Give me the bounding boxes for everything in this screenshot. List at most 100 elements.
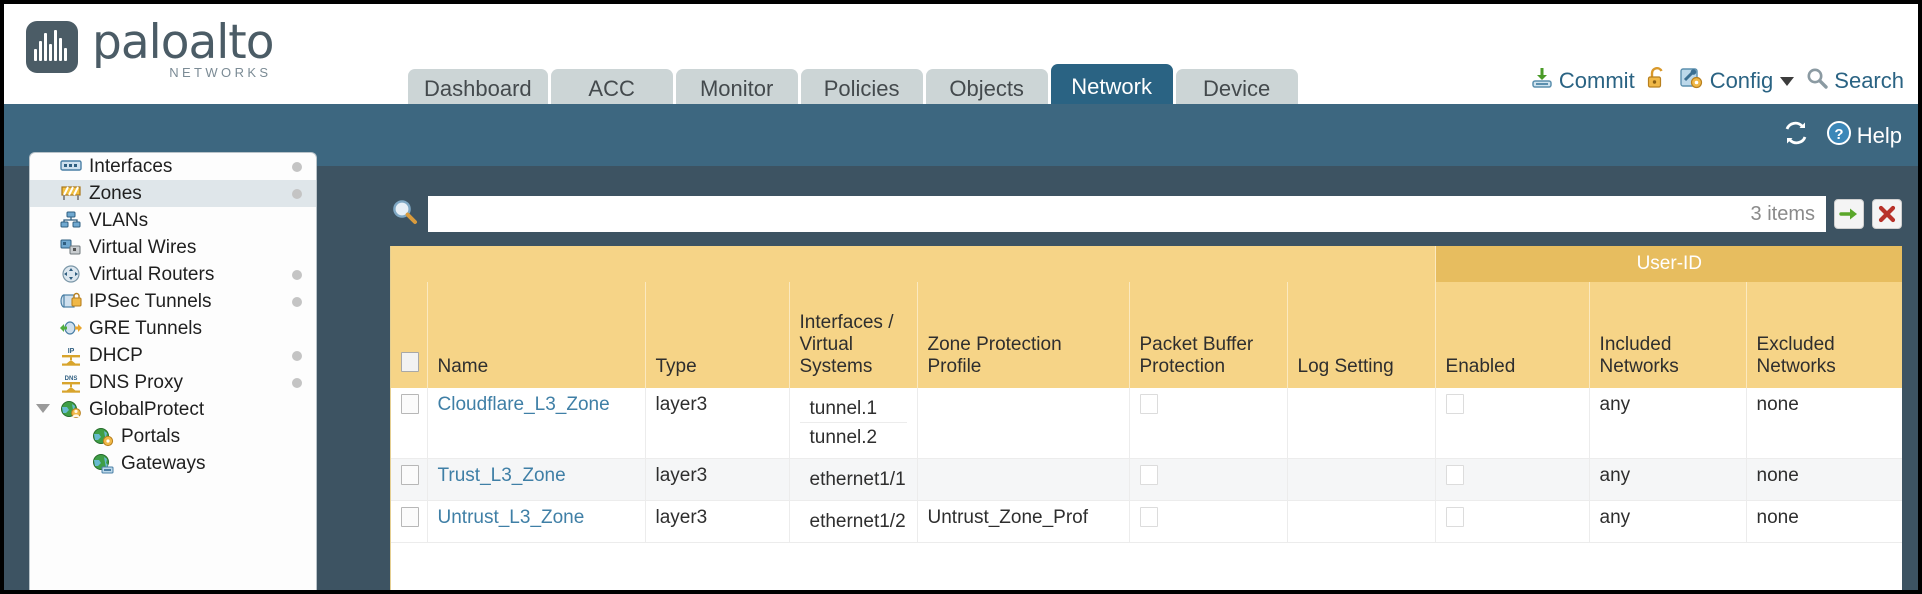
excluded-networks-value: none xyxy=(1756,465,1799,486)
table-search-toolbar: 3 items xyxy=(390,194,1902,234)
paloalto-logo[interactable]: paloalto NETWORKS xyxy=(26,18,274,80)
sidebar-item-vlans[interactable]: VLANs xyxy=(30,207,316,234)
column-header-logset[interactable]: Log Setting xyxy=(1287,282,1436,388)
interface-item: ethernet1/2 xyxy=(809,511,906,532)
row-select-cell xyxy=(391,388,428,459)
search-magnifier-icon[interactable] xyxy=(390,197,420,232)
tab-label: ACC xyxy=(588,76,635,101)
column-header-label: Type xyxy=(655,356,697,377)
included-networks-cell: any xyxy=(1589,500,1747,543)
userid-enabled-checkbox[interactable] xyxy=(1445,465,1464,485)
ipsec-tunnels-icon xyxy=(60,292,82,312)
userid-enabled-checkbox[interactable] xyxy=(1445,394,1464,414)
userid-enabled-cell xyxy=(1435,500,1590,543)
column-header-label: Log Setting xyxy=(1297,356,1394,377)
help-button[interactable]: ? Help xyxy=(1826,120,1902,152)
packet-buffer-protection-cell xyxy=(1129,388,1288,459)
apply-filter-button[interactable] xyxy=(1834,199,1864,229)
tree-expander-collapse-icon[interactable] xyxy=(36,404,50,413)
clear-filter-button[interactable] xyxy=(1872,199,1902,229)
interface-item: tunnel.2 xyxy=(809,427,878,448)
config-dropdown[interactable]: Config xyxy=(1679,66,1795,96)
sidebar-item-ipsec-tunnels[interactable]: IPSec Tunnels xyxy=(30,288,316,315)
dns-proxy-icon: DNS xyxy=(60,373,82,393)
commit-button[interactable]: Commit xyxy=(1530,66,1635,96)
zone-name-link[interactable]: Trust_L3_Zone xyxy=(437,465,566,486)
column-header-type[interactable]: Type xyxy=(645,282,790,388)
row-select-checkbox[interactable] xyxy=(401,465,419,485)
userid-enabled-cell xyxy=(1435,388,1590,459)
tab-network[interactable]: Network xyxy=(1050,64,1173,109)
zone-name-link[interactable]: Cloudflare_L3_Zone xyxy=(437,394,610,415)
tab-dashboard[interactable]: Dashboard xyxy=(408,69,548,109)
search-input-wrapper[interactable]: 3 items xyxy=(428,196,1826,232)
search-button[interactable]: Search xyxy=(1805,66,1904,96)
userid-enabled-checkbox[interactable] xyxy=(1445,507,1464,527)
excluded-networks-cell: none xyxy=(1746,500,1902,543)
zone-name-link[interactable]: Untrust_L3_Zone xyxy=(437,507,585,528)
tab-objects[interactable]: Objects xyxy=(925,69,1048,109)
item-count-label: 3 items xyxy=(1750,202,1815,225)
column-header-pbp[interactable]: Packet Buffer Protection xyxy=(1129,282,1288,388)
sidebar-status-dot-icon xyxy=(292,162,302,172)
lock-icon xyxy=(1646,66,1668,96)
gre-tunnels-icon xyxy=(60,319,82,339)
help-question-icon: ? xyxy=(1826,120,1852,152)
search-input[interactable] xyxy=(439,202,1751,226)
sidebar-item-label: Interfaces xyxy=(89,155,173,177)
row-select-checkbox[interactable] xyxy=(401,394,419,414)
sidebar-item-label: IPSec Tunnels xyxy=(89,290,212,312)
sidebar-item-virtual-routers[interactable]: Virtual Routers xyxy=(30,261,316,288)
virtual-wires-icon xyxy=(60,238,82,258)
interface-list: ethernet1/2 xyxy=(800,507,907,536)
zone-type-value: layer3 xyxy=(655,394,708,415)
packet-buffer-protection-checkbox[interactable] xyxy=(1139,465,1158,485)
refresh-icon[interactable] xyxy=(1782,120,1810,152)
column-header-name[interactable]: Name xyxy=(427,282,646,388)
column-header-uid_exc[interactable]: Excluded Networks xyxy=(1746,282,1902,388)
packet-buffer-protection-checkbox[interactable] xyxy=(1139,394,1158,414)
lock-button[interactable] xyxy=(1646,66,1668,96)
sidebar-item-interfaces[interactable]: Interfaces xyxy=(30,153,316,180)
column-header-ifaces[interactable]: Interfaces / Virtual Systems xyxy=(789,282,918,388)
zones-icon xyxy=(60,184,82,204)
select-all-checkbox[interactable] xyxy=(401,352,419,372)
tab-monitor[interactable]: Monitor xyxy=(675,69,798,109)
tab-policies[interactable]: Policies xyxy=(800,69,923,109)
packet-buffer-protection-checkbox[interactable] xyxy=(1139,507,1158,527)
zone-type-value: layer3 xyxy=(655,507,708,528)
sidebar-item-label: Virtual Routers xyxy=(89,263,215,285)
table-row[interactable]: Untrust_L3_Zone layer3 ethernet1/2 Untrust_… xyxy=(391,500,1902,543)
zone-name-cell: Cloudflare_L3_Zone xyxy=(427,388,646,459)
tab-device[interactable]: Device xyxy=(1175,69,1298,109)
sidebar-item-globalprotect[interactable]: GlobalProtect xyxy=(30,396,316,423)
interfaces-icon xyxy=(60,157,82,177)
column-header-uid_inc[interactable]: Included Networks xyxy=(1589,282,1747,388)
sidebar-item-portals[interactable]: Portals xyxy=(30,423,316,450)
row-select-checkbox[interactable] xyxy=(401,507,419,527)
zone-protection-profile-cell: Untrust_Zone_Prof xyxy=(917,500,1130,543)
tab-label: Dashboard xyxy=(424,76,532,101)
column-header-zpp[interactable]: Zone Protection Profile xyxy=(917,282,1130,388)
included-networks-value: any xyxy=(1599,465,1631,486)
column-header-label: Excluded Networks xyxy=(1756,334,1836,377)
sidebar-item-gateways[interactable]: Gateways xyxy=(30,450,316,477)
tab-acc[interactable]: ACC xyxy=(550,69,673,109)
sidebar-item-virtual-wires[interactable]: Virtual Wires xyxy=(30,234,316,261)
sidebar-item-gre-tunnels[interactable]: GRE Tunnels xyxy=(30,315,316,342)
sidebar-item-label: Zones xyxy=(89,182,142,204)
zone-interfaces-cell: ethernet1/1 xyxy=(789,458,918,501)
config-wrench-icon xyxy=(1679,66,1705,96)
brand-name: paloalto xyxy=(92,15,274,70)
sidebar-item-label: Virtual Wires xyxy=(89,236,197,258)
sidebar-status-dot-icon xyxy=(292,270,302,280)
column-header-uid_en[interactable]: Enabled xyxy=(1435,282,1590,388)
sidebar-item-zones[interactable]: Zones xyxy=(30,180,316,207)
